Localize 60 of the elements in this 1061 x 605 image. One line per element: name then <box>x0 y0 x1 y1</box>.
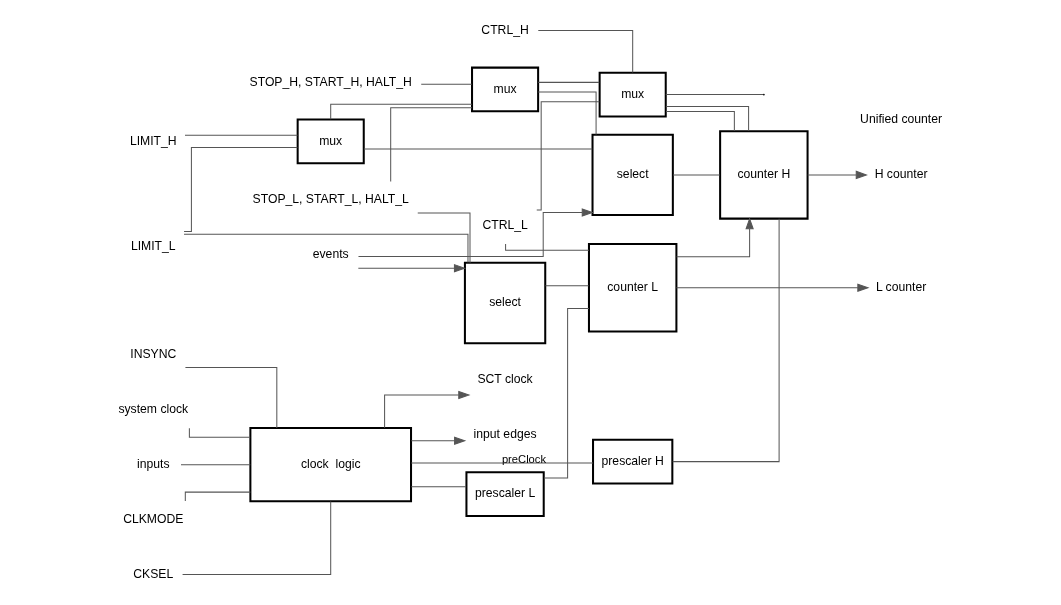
connector <box>505 243 590 251</box>
connector <box>182 501 332 575</box>
node-box: mux <box>296 118 365 165</box>
node-text: L counter <box>875 279 927 294</box>
arrow <box>675 283 870 293</box>
node-text: CLKMODE <box>123 511 184 526</box>
connector <box>537 30 634 74</box>
node-box: counter H <box>719 130 809 220</box>
arrow <box>410 436 467 446</box>
connector <box>665 106 750 132</box>
label: Unified counter <box>860 112 943 127</box>
arrow <box>676 217 754 258</box>
node-text: CTRL_L <box>482 217 528 232</box>
node-text: LIMIT_H <box>129 133 177 148</box>
node-text: inputs <box>137 456 170 471</box>
connector <box>363 148 593 150</box>
connector <box>417 212 471 264</box>
node-text: CTRL_H <box>481 22 529 37</box>
connector <box>183 146 298 232</box>
node-text: STOP_L, START_L, HALT_L <box>252 192 409 207</box>
connector <box>672 218 780 463</box>
arrow <box>357 263 467 273</box>
node-box: mux <box>471 66 540 113</box>
node-box: prescaler L <box>465 471 545 518</box>
node-text: INSYNC <box>130 347 177 362</box>
node-box: clock logic <box>249 427 413 503</box>
arrow <box>384 390 471 429</box>
connector <box>665 111 735 132</box>
connector <box>665 94 764 96</box>
node-box: mux <box>598 71 667 118</box>
connector <box>410 462 594 464</box>
node-text: input edges <box>473 427 537 442</box>
node-text: H counter <box>874 167 928 182</box>
connector <box>544 285 590 287</box>
connector <box>537 81 600 83</box>
connector <box>410 486 467 488</box>
node-text: CKSEL <box>133 566 174 581</box>
connector <box>543 308 590 479</box>
node-text: system clock <box>118 401 189 416</box>
node-box: counter L <box>587 243 678 333</box>
connector <box>184 367 278 429</box>
node-text: STOP_H, START_H, HALT_H <box>249 74 412 89</box>
node-text: SCT clock <box>477 372 533 387</box>
arrow <box>807 170 868 180</box>
connector <box>672 174 721 176</box>
connector <box>180 464 251 466</box>
node-box: prescaler H <box>592 438 674 485</box>
connector <box>536 101 600 211</box>
connector <box>330 103 473 120</box>
arrow <box>357 208 594 258</box>
connector <box>420 83 473 85</box>
node-box: select <box>591 133 674 217</box>
connector <box>390 107 473 183</box>
connector <box>183 233 469 264</box>
edge-label: preClock <box>501 452 547 465</box>
connector <box>537 91 597 135</box>
connector <box>184 134 298 136</box>
node-box: select <box>463 261 547 345</box>
node-text: events <box>312 247 349 262</box>
node-text: LIMIT_L <box>130 239 176 254</box>
